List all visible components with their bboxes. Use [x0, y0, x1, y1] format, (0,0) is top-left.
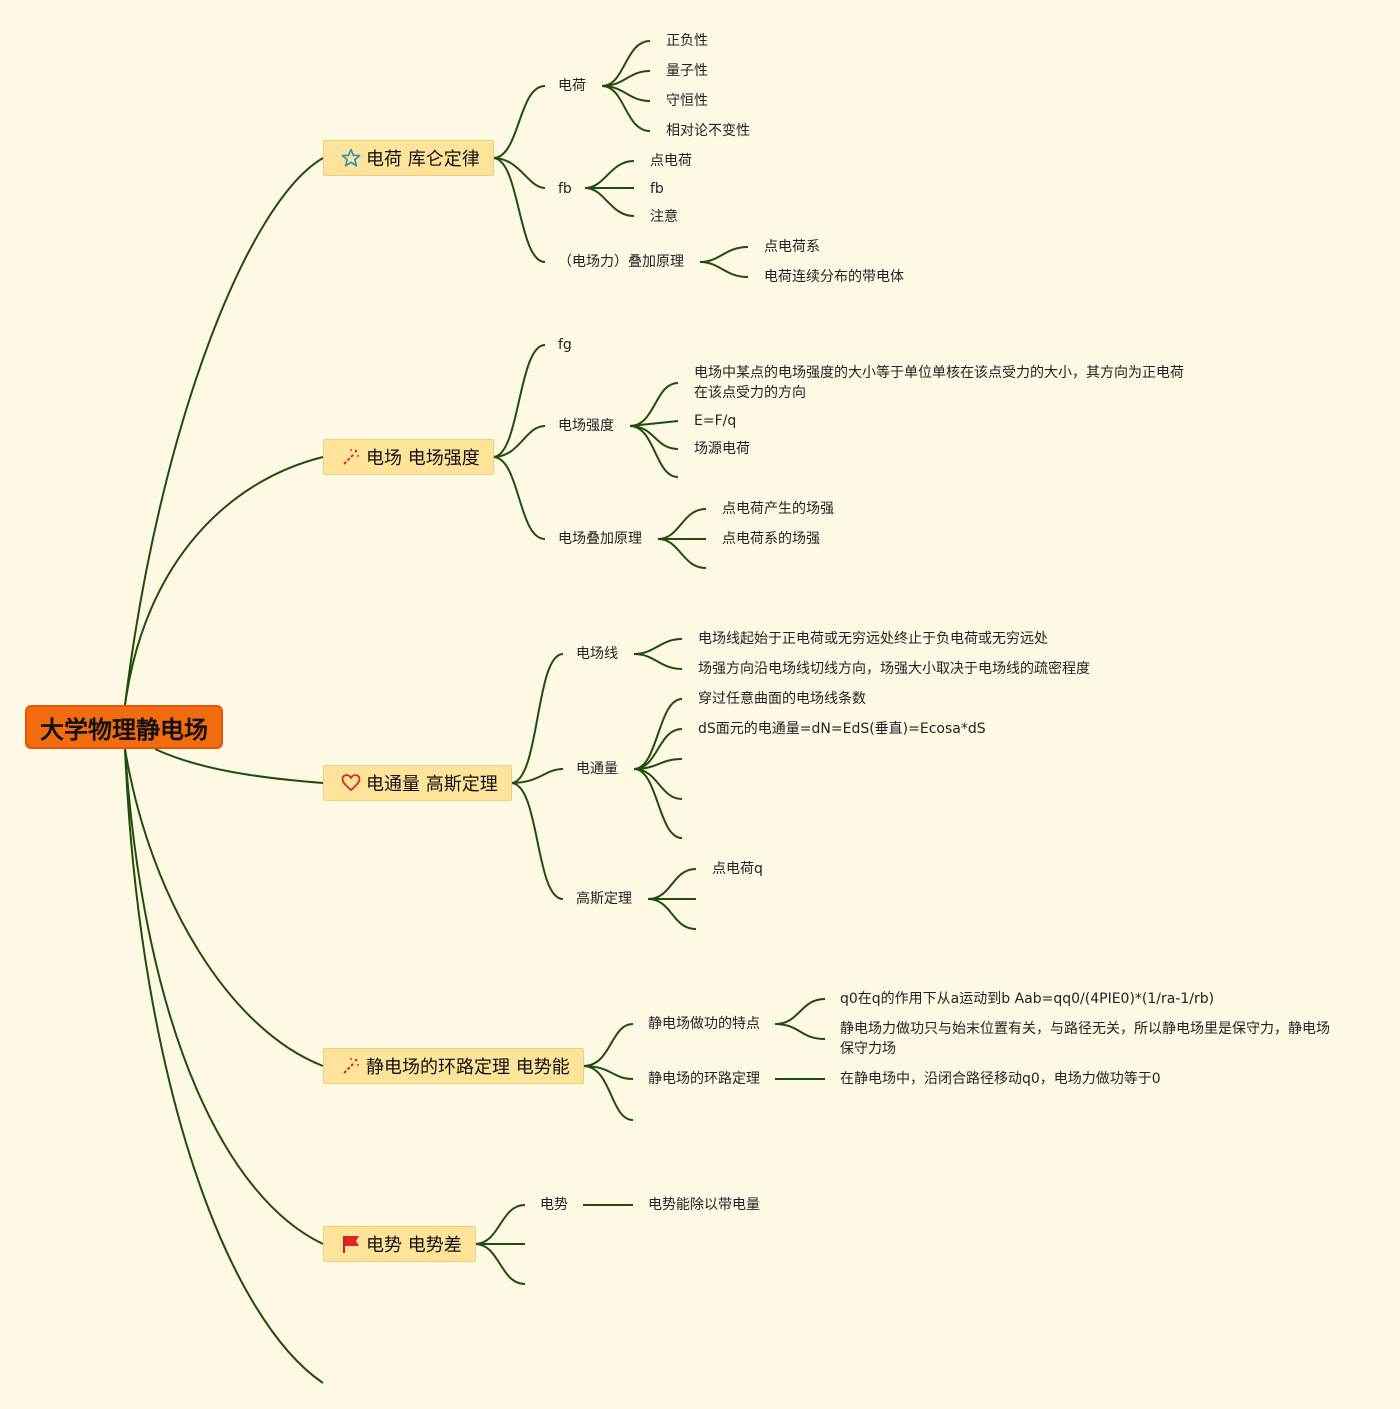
node-system-field[interactable]: 点电荷系的场强	[722, 531, 820, 547]
node-field-superposition[interactable]: 电场叠加原理	[558, 531, 642, 547]
star-icon	[340, 147, 362, 169]
node-fb-sub[interactable]: fb	[650, 181, 664, 197]
node-field-lines[interactable]: 电场线	[576, 646, 618, 662]
node-fg[interactable]: fg	[558, 337, 572, 353]
node-charge-quantum[interactable]: 量子性	[666, 63, 708, 79]
node-e-formula[interactable]: E=F/q	[694, 413, 737, 429]
magic-wand-icon	[340, 1055, 362, 1077]
node-point-charge-q[interactable]: 点电荷q	[712, 861, 763, 877]
node-field-lines-direction[interactable]: 场强方向沿电场线切线方向，场强大小取决于电场线的疏密程度	[698, 661, 1090, 677]
node-flux-formula[interactable]: dS面元的电通量=dN=EdS(垂直)=Ecosa*dS	[698, 721, 986, 737]
magic-wand-icon	[340, 446, 362, 468]
node-continuous-charge[interactable]: 电荷连续分布的带电体	[764, 269, 904, 285]
node-force-superposition[interactable]: （电场力）叠加原理	[558, 254, 684, 270]
node-point-charge[interactable]: 点电荷	[650, 153, 692, 169]
node-field-strength[interactable]: 电场强度	[558, 418, 614, 434]
topic-potential[interactable]: 电势 电势差	[323, 1226, 476, 1262]
node-flux-definition[interactable]: 穿过任意曲面的电场线条数	[698, 691, 866, 707]
root-topic[interactable]: 大学物理静电场	[25, 705, 223, 749]
topic-coulomb[interactable]: 电荷 库仑定律	[323, 140, 494, 176]
topic-gauss[interactable]: 电通量 高斯定理	[323, 765, 512, 801]
node-field-lines-origin[interactable]: 电场线起始于正电荷或无穷远处终止于负电荷或无穷远处	[698, 631, 1048, 647]
node-gauss-law[interactable]: 高斯定理	[576, 891, 632, 907]
node-work-formula[interactable]: q0在q的作用下从a运动到b Aab=qq0/(4PIE0)*(1/ra-1/r…	[840, 991, 1215, 1007]
node-charge[interactable]: 电荷	[558, 78, 586, 94]
topic-circulation[interactable]: 静电场的环路定理 电势能	[323, 1048, 584, 1084]
node-potential[interactable]: 电势	[540, 1197, 568, 1213]
node-fb[interactable]: fb	[558, 181, 572, 197]
node-source-charge[interactable]: 场源电荷	[694, 441, 750, 457]
node-note[interactable]: 注意	[650, 209, 678, 225]
node-point-charge-field[interactable]: 点电荷产生的场强	[722, 501, 834, 517]
node-flux[interactable]: 电通量	[576, 761, 618, 777]
node-field-definition[interactable]: 电场中某点的电场强度的大小等于单位单核在该点受力的大小，其方向为正电荷在该点受力…	[694, 365, 1184, 401]
heart-icon	[340, 772, 362, 794]
topic-electric-field[interactable]: 电场 电场强度	[323, 439, 494, 475]
node-charge-sign[interactable]: 正负性	[666, 33, 708, 49]
node-circulation-theorem[interactable]: 静电场的环路定理	[648, 1071, 760, 1087]
node-charge-invariance[interactable]: 相对论不变性	[666, 123, 750, 139]
node-charge-conservation[interactable]: 守恒性	[666, 93, 708, 109]
flag-icon	[340, 1233, 362, 1255]
node-conservative-force[interactable]: 静电场力做功只与始末位置有关，与路径无关，所以静电场里是保守力，静电场保守力场	[840, 1021, 1330, 1057]
node-potential-definition[interactable]: 电势能除以带电量	[648, 1197, 760, 1213]
node-closed-path-work[interactable]: 在静电场中，沿闭合路径移动q0，电场力做功等于0	[840, 1071, 1161, 1087]
node-work-property[interactable]: 静电场做功的特点	[648, 1016, 760, 1032]
node-point-charge-system[interactable]: 点电荷系	[764, 239, 820, 255]
